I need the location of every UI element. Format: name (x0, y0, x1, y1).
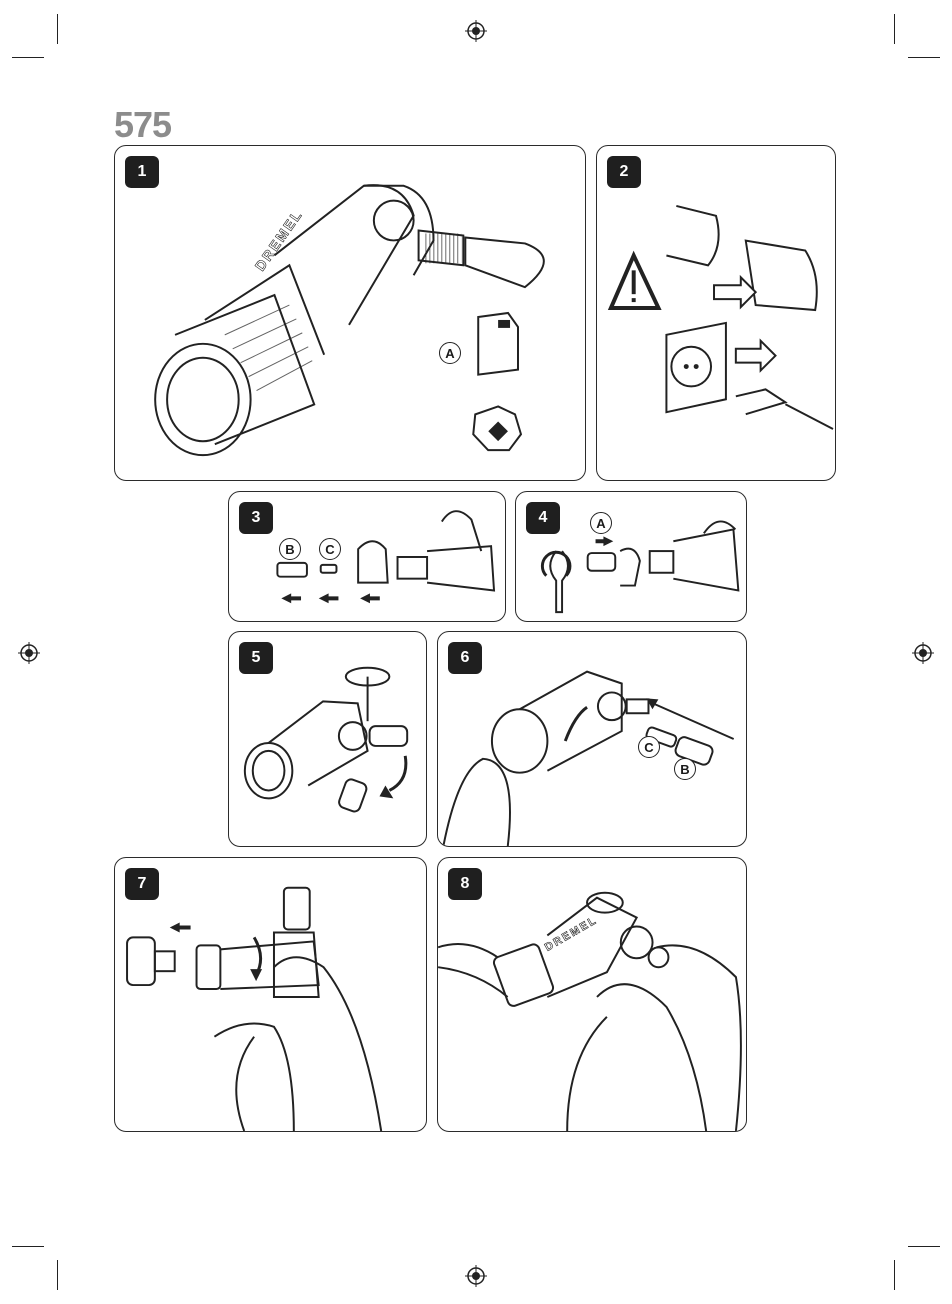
registration-mark-icon (465, 1265, 487, 1287)
mount-attachment-illustration (438, 632, 746, 846)
step-panel-5: 5 (228, 631, 427, 847)
callout-label: B (674, 758, 696, 780)
step-panel-1: 1 DREMEL A (114, 145, 586, 481)
angle-attachment-illustration (115, 146, 585, 480)
arrow-icon (736, 341, 776, 371)
registration-mark-icon (912, 642, 934, 664)
step-panel-2: 2 (596, 145, 836, 481)
remove-collet-illustration (229, 492, 505, 621)
arrow-icon (596, 536, 614, 546)
step-panel-6: 6 C B (437, 631, 747, 847)
remove-shaft-illustration (516, 492, 746, 621)
crop-mark (894, 14, 895, 44)
registration-mark-icon (18, 642, 40, 664)
callout-label: A (439, 342, 461, 364)
model-number: 575 (114, 104, 171, 146)
crop-mark (908, 1246, 940, 1247)
crop-mark (12, 1246, 44, 1247)
crop-mark (908, 57, 940, 58)
warning-triangle-icon (611, 255, 659, 308)
step-panel-7: 7 (114, 857, 427, 1132)
crop-mark (12, 57, 44, 58)
registration-mark-icon (465, 20, 487, 42)
crop-mark (57, 1260, 58, 1290)
rotate-arrow-icon (565, 707, 587, 741)
step-panel-8: 8 DREMEL (437, 857, 747, 1132)
arrow-icon (170, 923, 191, 933)
arrow-icon (379, 786, 393, 799)
callout-label: B (279, 538, 301, 560)
attach-wheel-illustration (229, 632, 426, 846)
unplug-illustration (597, 146, 835, 480)
tighten-collet-illustration (115, 858, 426, 1131)
step-panel-3: 3 B C (228, 491, 506, 622)
callout-label: C (319, 538, 341, 560)
callout-label: A (590, 512, 612, 534)
rotate-arrow-icon (542, 552, 570, 575)
step-panel-4: 4 A (515, 491, 747, 622)
callout-label: C (638, 736, 660, 758)
crop-mark (894, 1260, 895, 1290)
arrow-icon (714, 277, 756, 307)
crop-mark (57, 14, 58, 44)
arrow-icon (281, 593, 379, 603)
final-assembly-illustration (438, 858, 746, 1131)
